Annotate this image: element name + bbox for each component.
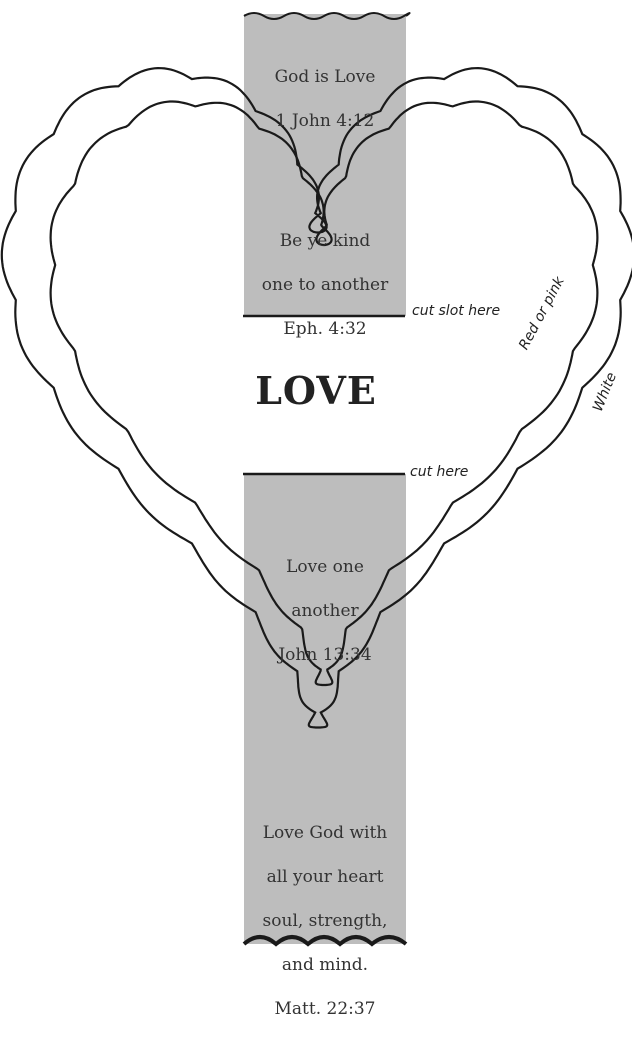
verse-lower-line3: John 13:34 — [244, 644, 406, 666]
craft-template-page: God is Love 1 John 4:12 Be ye kind one t… — [0, 0, 632, 950]
verse-bottom-line5: Matt. 22:37 — [244, 998, 406, 1020]
verse-upper: Be ye kind one to another Eph. 4:32 — [244, 208, 406, 362]
verse-bottom: Love God with all your heart soul, stren… — [244, 800, 406, 1042]
verse-upper-line1: Be ye kind — [244, 230, 406, 252]
verse-bottom-line1: Love God with — [244, 822, 406, 844]
verse-upper-line3: Eph. 4:32 — [244, 318, 406, 340]
verse-bottom-line2: all your heart — [244, 866, 406, 888]
cut-slot-annotation: cut slot here — [412, 303, 500, 319]
center-word: LOVE — [216, 368, 416, 413]
verse-top-line1: God is Love — [244, 66, 406, 88]
verse-bottom-line3: soul, strength, — [244, 910, 406, 932]
verse-top: God is Love 1 John 4:12 — [244, 44, 406, 154]
cut-annotation: cut here — [410, 464, 468, 480]
verse-top-line2: 1 John 4:12 — [244, 110, 406, 132]
verse-lower-line2: another — [244, 600, 406, 622]
verse-upper-line2: one to another — [244, 274, 406, 296]
verse-bottom-line4: and mind. — [244, 954, 406, 976]
verse-lower-line1: Love one — [244, 556, 406, 578]
verse-lower: Love one another John 13:34 — [244, 534, 406, 688]
